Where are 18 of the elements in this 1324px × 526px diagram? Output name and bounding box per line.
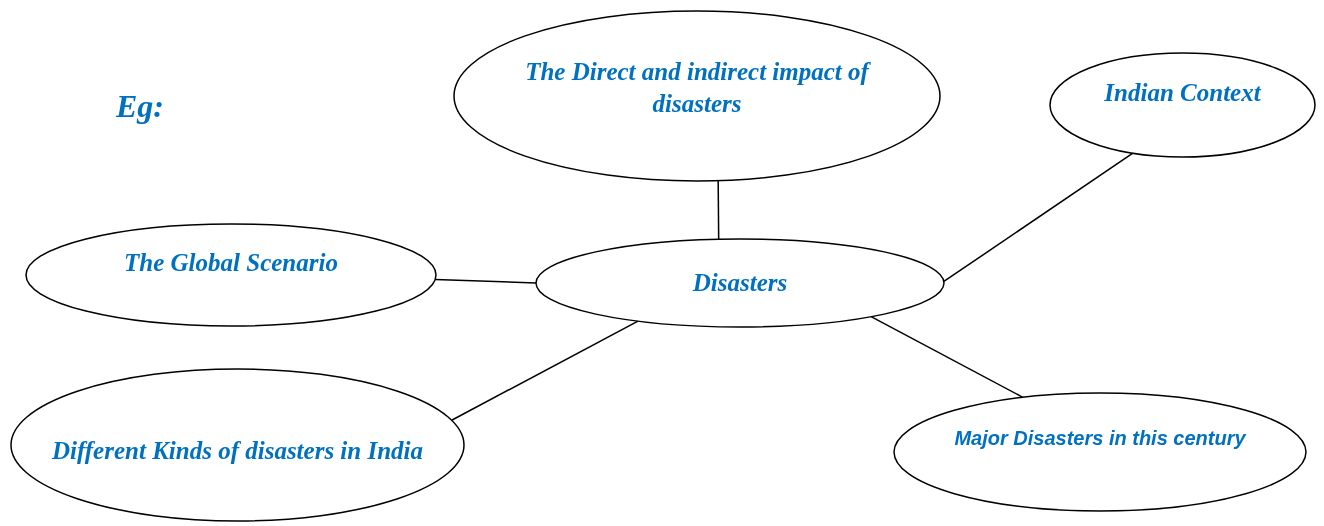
connector-line (450, 320, 639, 421)
connector-line (434, 278, 537, 284)
example-label: Eg: (116, 88, 164, 125)
topic-ellipse (535, 238, 945, 328)
topic-text: Disasters (692, 267, 788, 298)
topic-text: Different Kinds of disasters in India (51, 435, 424, 466)
topic-text: The Direct and indirect impact of disasters (524, 56, 872, 119)
topic-ellipse (10, 368, 465, 522)
topic-ellipse (1049, 52, 1316, 158)
topic-text: The Global Scenario (124, 247, 338, 278)
connector-line (717, 179, 720, 240)
topic-text: Major Disasters in this century (954, 426, 1246, 451)
connector-line (870, 315, 1024, 399)
topic-ellipse (893, 392, 1307, 512)
topic-text: Indian Context (1104, 77, 1261, 108)
topic-ellipse (25, 223, 437, 327)
connector-line (943, 152, 1134, 283)
topic-ellipse (453, 10, 941, 182)
